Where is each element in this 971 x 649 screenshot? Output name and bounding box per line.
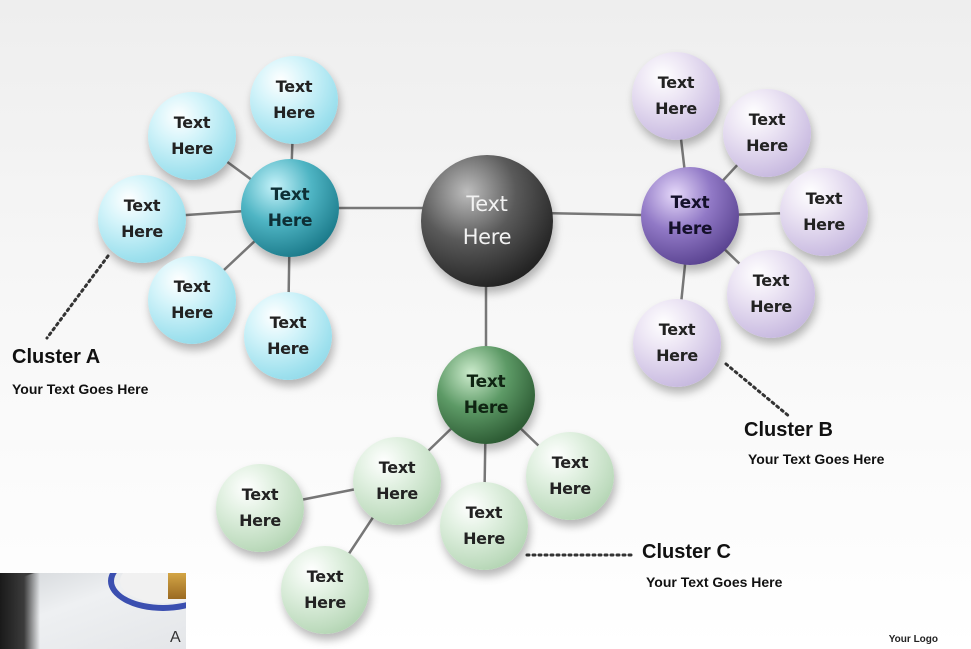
hub-label: Text Here: [267, 185, 313, 231]
node-label: Text Here: [267, 313, 309, 358]
node-c1: Text Here: [353, 437, 441, 525]
cluster-c-title: Cluster C: [642, 541, 731, 563]
node-label: Text Here: [655, 73, 697, 118]
node-label: Text Here: [803, 189, 845, 234]
photo-blue-ring: [108, 573, 186, 611]
node-label: Text Here: [304, 567, 346, 612]
photo-corner-image: A: [0, 573, 186, 649]
cluster-a-title: Cluster A: [12, 346, 101, 368]
photo-gold-spot: [168, 573, 186, 599]
node-a1: Text Here: [98, 175, 186, 263]
node-b3: Text Here: [780, 168, 868, 256]
node-b4: Text Here: [727, 250, 815, 338]
cluster-b-title: Cluster B: [744, 419, 833, 441]
node-c4: Text Here: [216, 464, 304, 552]
logo-placeholder: Your Logo: [888, 634, 938, 645]
node-label: Text Here: [463, 503, 505, 548]
center-label: Text Here: [462, 192, 512, 249]
node-b5: Text Here: [633, 299, 721, 387]
callout-dots-cluster-a: [45, 254, 110, 340]
node-label: Text Here: [750, 271, 792, 316]
node-label: Text Here: [376, 458, 418, 503]
node-label: Text Here: [121, 196, 163, 241]
node-label: Text Here: [171, 113, 213, 158]
cluster-b-subtitle: Your Text Goes Here: [748, 451, 885, 467]
node-label: Text Here: [171, 277, 213, 322]
node-a5: Text Here: [244, 292, 332, 380]
hub-label: Text Here: [667, 193, 713, 239]
center-node: Text Here: [421, 155, 553, 287]
node-label: Text Here: [549, 453, 591, 498]
node-label: Text Here: [746, 110, 788, 155]
node-c2: Text Here: [440, 482, 528, 570]
photo-glyph: A: [170, 629, 181, 646]
hub-c: Text Here: [437, 346, 535, 444]
node-a2: Text Here: [148, 92, 236, 180]
node-a3: Text Here: [250, 56, 338, 144]
node-a4: Text Here: [148, 256, 236, 344]
node-c3: Text Here: [526, 432, 614, 520]
cluster-c-subtitle: Your Text Goes Here: [646, 574, 783, 590]
node-b1: Text Here: [632, 52, 720, 140]
hub-a: Text Here: [241, 159, 339, 257]
hub-b: Text Here: [641, 167, 739, 265]
hub-label: Text Here: [463, 372, 509, 418]
node-label: Text Here: [656, 320, 698, 365]
node-b2: Text Here: [723, 89, 811, 177]
callout-dots-cluster-b: [724, 362, 792, 419]
cluster-a-subtitle: Your Text Goes Here: [12, 381, 149, 397]
node-label: Text Here: [273, 77, 315, 122]
node-c5: Text Here: [281, 546, 369, 634]
photo-dark-edge: [0, 573, 40, 649]
node-label: Text Here: [239, 485, 281, 530]
